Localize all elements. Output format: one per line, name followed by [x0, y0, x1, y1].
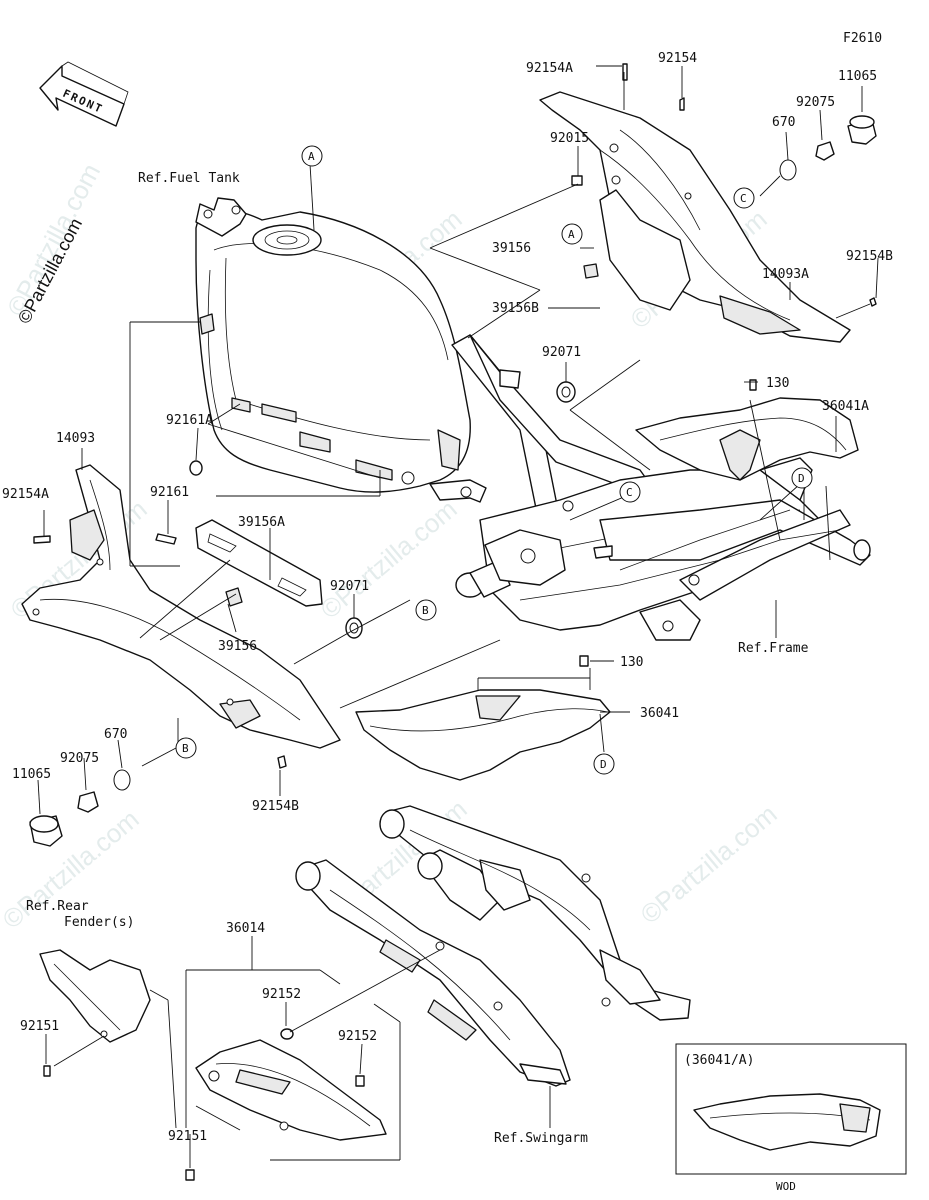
- part-number-130: 130: [766, 376, 789, 391]
- fuel-tank: [195, 197, 487, 503]
- part-number-92151: 92151: [20, 1019, 59, 1034]
- ref-frame: Ref.Frame: [738, 641, 809, 656]
- callout-d-lower: D: [593, 753, 615, 775]
- part-number-39156: 39156: [492, 241, 531, 256]
- part-number-92015: 92015: [550, 131, 589, 146]
- pad-39156B: [599, 189, 691, 311]
- chain-cover-36014: [195, 1039, 387, 1141]
- ref-rear-fender-line2: Fender(s): [64, 915, 134, 930]
- part-number-39156A: 39156A: [238, 515, 285, 530]
- wod-title: (36041/A): [684, 1053, 754, 1068]
- ref-fuel-tank: Ref.Fuel Tank: [138, 171, 240, 186]
- callout-b-frame: B: [415, 599, 437, 621]
- part-number-92161A: 92161A: [166, 413, 213, 428]
- part-number-670: 670: [772, 115, 795, 130]
- front-arrow-icon: FRONT: [39, 61, 129, 127]
- cover-36041A: [635, 397, 859, 481]
- part-number-39156B: 39156B: [492, 301, 539, 316]
- part-number-92075: 92075: [60, 751, 99, 766]
- part-number-92154B: 92154B: [252, 799, 299, 814]
- ref-rear-fender-line1: Ref.Rear: [26, 899, 89, 914]
- ref-swingarm: Ref.Swingarm: [494, 1131, 588, 1146]
- part-number-92154A: 92154A: [2, 487, 49, 502]
- watermark: ©Partzilla.com: [315, 494, 463, 625]
- leader-lines: [37, 65, 879, 1168]
- part-number-92152: 92152: [338, 1029, 377, 1044]
- pad-39156-upper: [583, 263, 599, 279]
- part-number-92154A: 92154A: [526, 61, 573, 76]
- callout-label: A: [308, 150, 315, 163]
- part-number-36014: 36014: [226, 921, 265, 936]
- side-cover-14093A: [539, 91, 851, 343]
- callout-c-frame: C: [619, 481, 641, 503]
- watermark: ©Partzilla.com: [1, 158, 106, 320]
- part-number-92151: 92151: [168, 1129, 207, 1144]
- callout-d-right: D: [791, 467, 813, 489]
- part-number-11065: 11065: [12, 767, 51, 782]
- callout-label: C: [740, 192, 747, 205]
- fasteners: [29, 63, 877, 1181]
- part-number-92152: 92152: [262, 987, 301, 1002]
- part-number-14093: 14093: [56, 431, 95, 446]
- part-number-39156: 39156: [218, 639, 257, 654]
- part-number-92075: 92075: [796, 95, 835, 110]
- wod-footer: WOD: [776, 1180, 796, 1193]
- part-number-92161: 92161: [150, 485, 189, 500]
- part-number-130: 130: [620, 655, 643, 670]
- part-labels: 92154A 92154 11065 92075 670 92015 39156…: [2, 51, 893, 1146]
- wod-inset: (36041/A) WOD: [675, 1043, 907, 1193]
- part-number-11065: 11065: [838, 69, 877, 84]
- figure-code: F2610: [843, 31, 882, 46]
- callout-label: D: [600, 758, 607, 771]
- swingarm: [295, 805, 691, 1087]
- callout-b-left: B: [175, 737, 197, 759]
- frame: [451, 334, 871, 641]
- part-number-14093A: 14093A: [762, 267, 809, 282]
- part-number-36041A: 36041A: [822, 399, 869, 414]
- callout-label: B: [182, 742, 189, 755]
- callout-label: A: [568, 228, 575, 241]
- side-cover-14093: [21, 464, 341, 749]
- callout-label: D: [798, 472, 805, 485]
- rear-fender: [39, 949, 151, 1043]
- part-number-92071: 92071: [542, 345, 581, 360]
- part-number-36041: 36041: [640, 706, 679, 721]
- part-number-92154B: 92154B: [846, 249, 893, 264]
- callout-label: B: [422, 604, 429, 617]
- callout-label: C: [626, 486, 633, 499]
- strip-39156A: [195, 519, 323, 607]
- part-number-670: 670: [104, 727, 127, 742]
- callout-a-top: A: [301, 145, 323, 167]
- callout-a-right: A: [561, 223, 583, 245]
- cover-36041: [355, 689, 611, 781]
- part-number-92154: 92154: [658, 51, 697, 66]
- pad-39156-lower: [225, 587, 243, 607]
- callout-c-right: C: [733, 187, 755, 209]
- part-number-92071: 92071: [330, 579, 369, 594]
- watermark: ©Partzilla.com: [635, 799, 783, 930]
